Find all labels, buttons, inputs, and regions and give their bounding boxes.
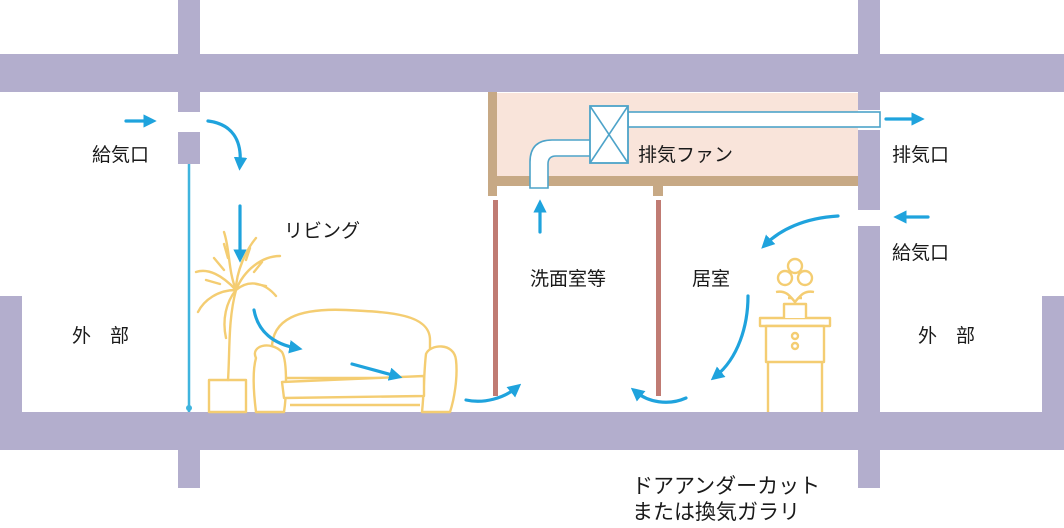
right-wall-upper — [858, 92, 880, 110]
living-room-label: リビング — [284, 220, 361, 242]
airflow-curve-2 — [252, 308, 303, 354]
airflow-room-down — [710, 294, 750, 381]
exhaust-outlet-label: 排気口 — [892, 144, 950, 166]
duct-pipe-outlet — [627, 111, 881, 128]
airflow-curve-right — [761, 214, 840, 249]
door-undercut-note-line2: または換気ガラリ — [632, 500, 800, 524]
door-undercut-note-line1: ドアアンダーカット — [632, 474, 821, 498]
floor-slab — [0, 412, 1064, 450]
habitable-room-label: 居室 — [692, 268, 731, 290]
airflow-arrows — [124, 112, 930, 404]
building-walls — [0, 0, 1064, 488]
airflow-sofa — [350, 362, 403, 381]
fan-unit-icon — [589, 105, 629, 164]
ceiling-slab — [0, 54, 1064, 92]
left-wall-lower — [178, 132, 200, 164]
lower-wall-right — [858, 450, 880, 488]
supply-inlet-right-label: 給気口 — [892, 242, 950, 264]
outer-wall-right — [1042, 296, 1064, 412]
airflow-under-door-1 — [464, 383, 522, 403]
lower-wall-left — [178, 450, 200, 488]
upper-wall-right — [858, 0, 880, 54]
outer-wall-left — [0, 296, 22, 412]
sofa-icon — [252, 308, 458, 414]
left-wall-upper — [178, 92, 200, 112]
right-wall-lower — [858, 226, 880, 412]
airflow-curve-1 — [206, 119, 248, 171]
outside-right-label: 外 部 — [918, 325, 976, 347]
right-wall-mid — [858, 130, 880, 210]
upper-wall-left — [178, 0, 200, 54]
exhaust-fan-label: 排気ファン — [638, 144, 734, 166]
side-table-icon — [758, 257, 832, 412]
washroom-label: 洗面室等 — [530, 268, 607, 290]
outside-left-label: 外 部 — [72, 325, 130, 347]
supply-inlet-left-label: 給気口 — [92, 144, 150, 166]
partition-post-left — [493, 200, 498, 396]
partition-post-right — [656, 200, 661, 396]
duct-frame — [488, 92, 858, 196]
duct-space — [490, 93, 858, 184]
window-line-cap — [186, 405, 192, 411]
plant-icon — [194, 230, 282, 414]
airflow-under-door-2 — [630, 387, 688, 404]
